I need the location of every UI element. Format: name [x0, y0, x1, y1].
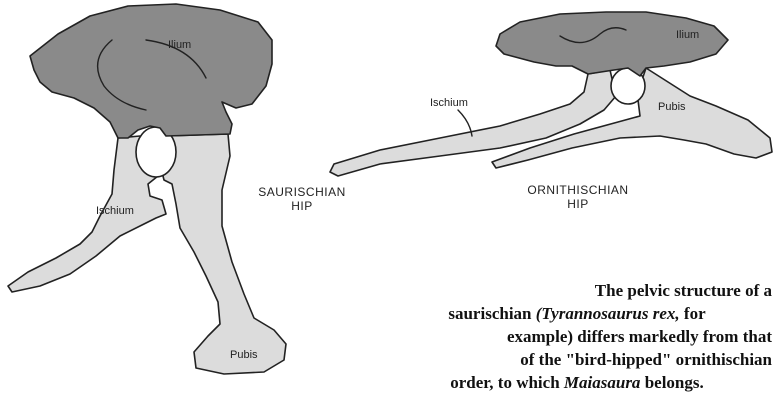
caption-line-2-end: for	[680, 304, 706, 323]
saurischian-ilium-bone	[30, 4, 272, 138]
saurischian-pubis-label: Pubis	[230, 349, 258, 361]
ornithischian-title-line1: ORNITHISCHIAN	[527, 183, 628, 197]
caption-line-2-italic: (Tyrannosaurus rex,	[536, 304, 680, 323]
saurischian-title-line1: SAURISCHIAN	[258, 185, 346, 199]
caption-line-5-end: belongs.	[640, 373, 703, 392]
caption-line-5-start: order, to which	[450, 373, 564, 392]
caption-line-4: of the "bird-hipped" ornithischian	[352, 348, 772, 371]
figure-caption: The pelvic structure of a saurischian (T…	[352, 279, 772, 394]
saurischian-title-line2: HIP	[291, 199, 313, 213]
caption-line-5: order, to which Maiasaura belongs.	[352, 371, 772, 394]
ornithischian-ilium-bone	[496, 12, 728, 76]
caption-line-2: saurischian (Tyrannosaurus rex, for	[352, 302, 772, 325]
ornithischian-ischium-bone	[330, 70, 616, 176]
ornithischian-pubis-label: Pubis	[658, 101, 686, 113]
ornithischian-ilium-label: Ilium	[676, 29, 699, 41]
ornithischian-hip-diagram: Ilium Ischium Pubis ORNITHISCHIAN HIP	[330, 12, 772, 211]
caption-line-1: The pelvic structure of a	[352, 279, 772, 302]
caption-line-5-italic: Maiasaura	[564, 373, 641, 392]
ornithischian-ischium-label: Ischium	[430, 97, 468, 109]
caption-line-3: example) differs markedly from that	[352, 325, 772, 348]
ornithischian-title-line2: HIP	[567, 197, 589, 211]
saurischian-hip-diagram: Ilium Ischium Pubis SAURISCHIAN HIP	[8, 4, 346, 374]
saurischian-ischium-label: Ischium	[96, 205, 134, 217]
saurischian-ilium-label: Ilium	[168, 39, 191, 51]
caption-line-2-start: saurischian	[448, 304, 535, 323]
saurischian-pubis-bone	[160, 134, 286, 374]
